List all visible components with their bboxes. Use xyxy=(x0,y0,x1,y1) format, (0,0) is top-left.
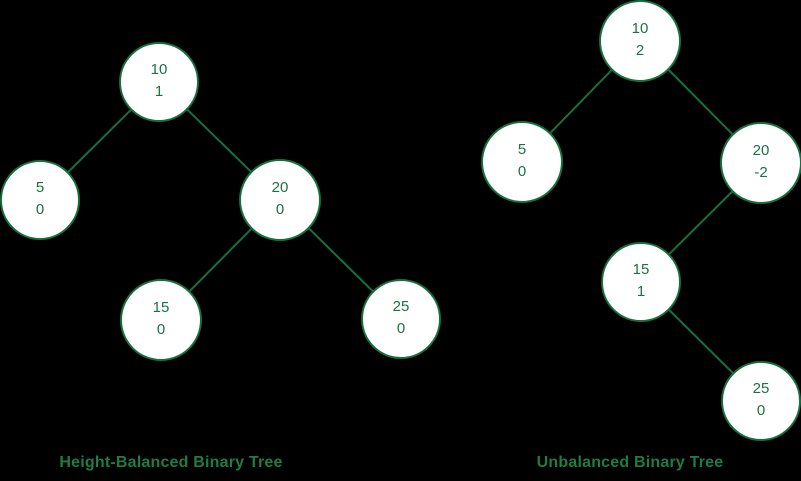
node-balance-factor: 0 xyxy=(518,163,526,180)
tree-node-circle xyxy=(361,279,441,359)
node-balance-factor: 0 xyxy=(397,320,405,337)
tree-node-circle xyxy=(599,0,681,82)
tree-node-circle xyxy=(721,361,801,441)
node-value: 20 xyxy=(272,179,289,196)
tree-node-circle xyxy=(720,122,801,204)
node-value: 15 xyxy=(633,261,650,278)
node-balance-factor: 0 xyxy=(276,201,284,218)
node-balance-factor: -2 xyxy=(754,164,767,181)
tree-node-circle xyxy=(239,159,321,241)
node-balance-factor: 1 xyxy=(637,283,645,300)
node-value: 5 xyxy=(518,141,526,158)
tree-node-circle xyxy=(119,42,199,122)
node-balance-factor: 0 xyxy=(757,402,765,419)
node-value: 10 xyxy=(632,20,649,37)
node-value: 10 xyxy=(151,61,168,78)
node-value: 25 xyxy=(753,380,770,397)
tree-node-circle xyxy=(0,160,80,240)
node-balance-factor: 1 xyxy=(155,83,163,100)
node-balance-factor: 0 xyxy=(36,201,44,218)
node-value: 5 xyxy=(36,179,44,196)
caption-height-balanced-tree: Height-Balanced Binary Tree xyxy=(59,454,283,471)
tree-node-circle xyxy=(601,242,681,322)
tree-node-circle xyxy=(481,121,563,203)
node-balance-factor: 0 xyxy=(157,321,165,338)
caption-unbalanced-tree: Unbalanced Binary Tree xyxy=(536,454,724,471)
node-value: 20 xyxy=(753,142,770,159)
node-value: 25 xyxy=(393,298,410,315)
node-value: 15 xyxy=(153,299,170,316)
tree-node-label: 20-2 xyxy=(753,142,770,181)
tree-node-circle xyxy=(120,279,202,361)
node-balance-factor: 2 xyxy=(636,42,644,59)
